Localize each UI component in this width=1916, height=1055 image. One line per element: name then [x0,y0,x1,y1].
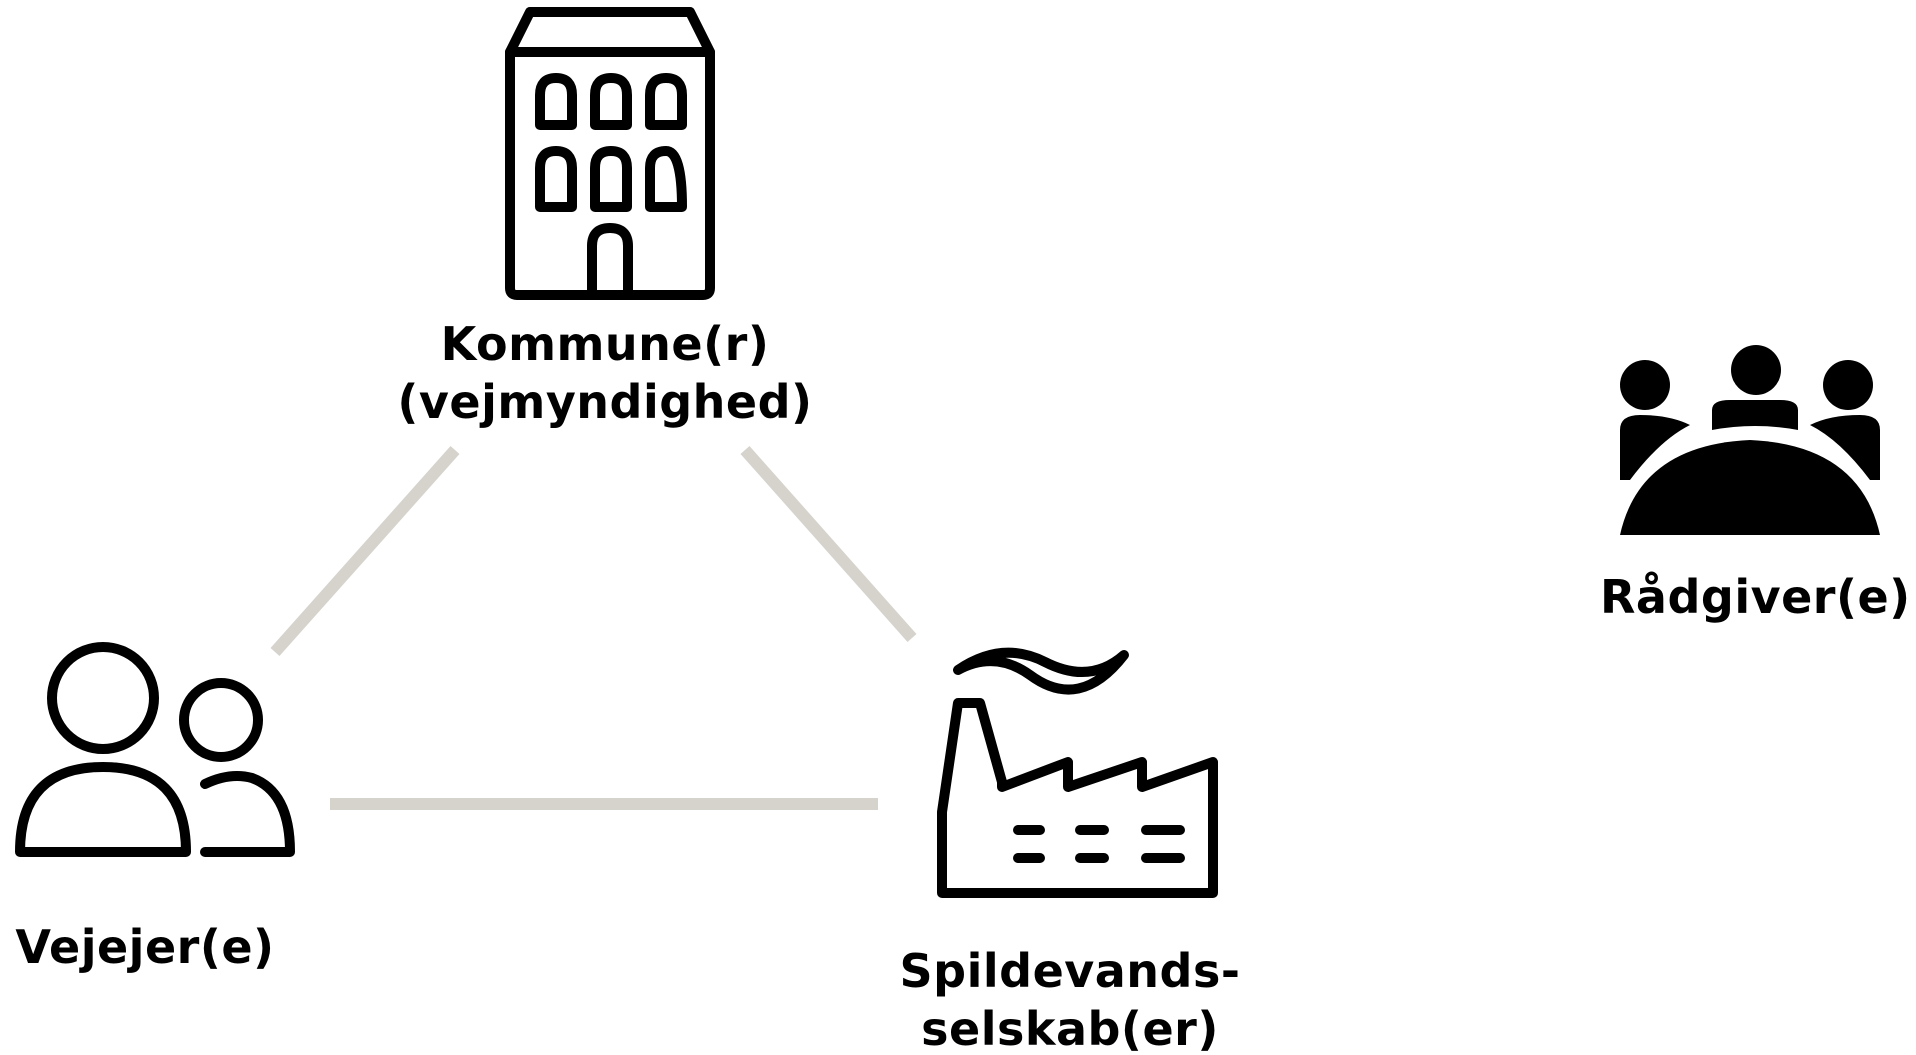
spildevand-label-line1: Spildevands- [899,944,1241,998]
kommune-label-line2: (vejmyndighed) [397,375,813,429]
raadgiver-label-line1: Rådgiver(e) [1600,570,1911,624]
connector-kommune-vejejer [270,446,460,656]
connector-kommune-spildevand [740,446,917,642]
vejejer-label: Vejejer(e) [5,918,285,976]
kommune-label-line1: Kommune(r) [440,317,770,371]
raadgiver-label: Rådgiver(e) [1600,568,1910,626]
vejejer-label-line1: Vejejer(e) [15,920,275,974]
spildevand-label-line2: selskab(er) [921,1002,1219,1055]
kommune-label: Kommune(r) (vejmyndighed) [385,315,825,431]
spildevand-label: Spildevands- selskab(er) [890,942,1250,1055]
